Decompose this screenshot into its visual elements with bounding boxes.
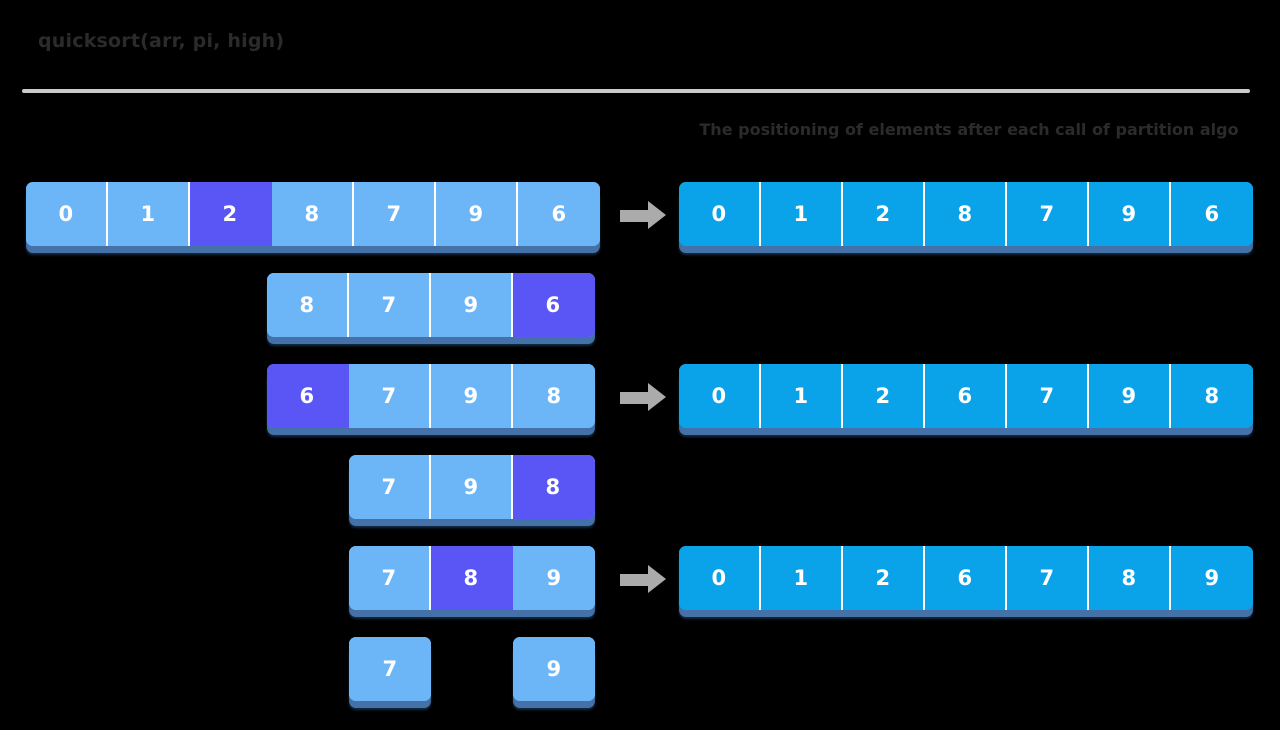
array-cell: 7	[1007, 546, 1089, 610]
right-panel-caption: The positioning of elements after each c…	[679, 118, 1259, 142]
left-single-cell-7: 7	[349, 637, 431, 701]
array-cell: 9	[431, 273, 513, 337]
array-cell: 1	[761, 182, 843, 246]
array-cell: 9	[431, 455, 513, 519]
array-cell: 7	[349, 364, 431, 428]
array-cell-pivot: 2	[190, 182, 272, 246]
arrow-head	[648, 383, 666, 411]
arrow-right-icon	[620, 383, 666, 411]
array-cell: 8	[267, 273, 349, 337]
array-cell: 7	[1007, 364, 1089, 428]
arrow-head	[648, 201, 666, 229]
array-cell: 7	[354, 182, 436, 246]
arrow-right-icon	[620, 201, 666, 229]
array-cell: 7	[349, 455, 431, 519]
array-cell: 1	[761, 546, 843, 610]
array-cell: 9	[431, 364, 513, 428]
arrow-shaft	[620, 392, 650, 404]
array-cell: 9	[1089, 182, 1171, 246]
array-cell: 6	[925, 546, 1007, 610]
array-cell: 6	[1171, 182, 1253, 246]
array-cell: 8	[272, 182, 354, 246]
page-title: quicksort(arr, pi, high)	[38, 30, 285, 52]
array-cell: 0	[679, 364, 761, 428]
array-cell: 2	[843, 182, 925, 246]
arrow-shaft	[620, 574, 650, 586]
array-cell: 1	[108, 182, 190, 246]
title-divider	[22, 89, 1250, 93]
array-cell: 9	[436, 182, 518, 246]
array-cell-pivot: 6	[267, 364, 349, 428]
left-single-cell-9: 9	[513, 637, 595, 701]
array-cell: 2	[843, 364, 925, 428]
array-cell: 0	[679, 182, 761, 246]
array-cell: 7	[349, 546, 431, 610]
array-cell: 9	[513, 546, 595, 610]
array-cell: 9	[513, 637, 595, 701]
array-cell: 8	[925, 182, 1007, 246]
arrow-head	[648, 565, 666, 593]
array-cell: 2	[843, 546, 925, 610]
array-cell: 1	[761, 364, 843, 428]
array-cell-pivot: 6	[513, 273, 595, 337]
array-cell: 0	[26, 182, 108, 246]
array-cell: 9	[1171, 546, 1253, 610]
array-cell: 6	[518, 182, 600, 246]
array-cell-pivot: 8	[431, 546, 513, 610]
array-cell: 8	[1089, 546, 1171, 610]
array-cell: 0	[679, 546, 761, 610]
array-cell: 8	[1171, 364, 1253, 428]
array-cell: 6	[925, 364, 1007, 428]
array-cell: 7	[349, 637, 431, 701]
array-cell-pivot: 8	[513, 455, 595, 519]
arrow-right-icon	[620, 565, 666, 593]
array-cell: 9	[1089, 364, 1171, 428]
array-cell: 8	[513, 364, 595, 428]
array-cell: 7	[349, 273, 431, 337]
caption-line-1: The positioning of elements after each c…	[699, 120, 1110, 139]
caption-line-2: partition algo	[1115, 120, 1239, 139]
array-cell: 7	[1007, 182, 1089, 246]
arrow-shaft	[620, 210, 650, 222]
